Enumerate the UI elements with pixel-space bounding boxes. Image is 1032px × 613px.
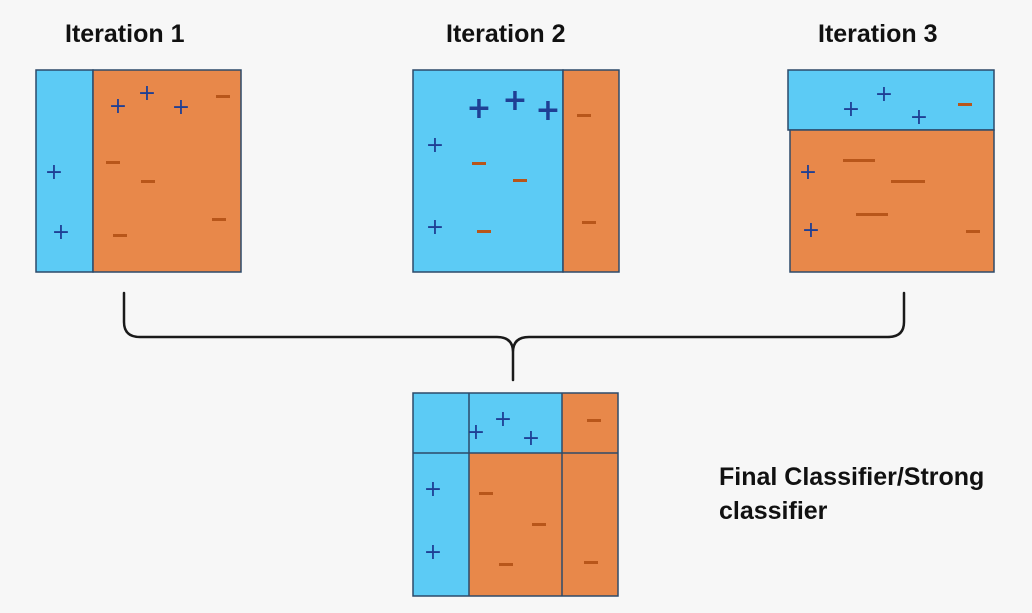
plus-marker: + xyxy=(426,215,444,240)
minus-marker xyxy=(891,180,925,183)
minus-marker xyxy=(966,230,980,233)
minus-marker xyxy=(472,162,486,165)
iteration-2-panel: + + + + + xyxy=(412,69,620,273)
negative-region xyxy=(469,453,562,596)
plus-marker: + xyxy=(424,540,442,565)
final-outline xyxy=(412,392,619,597)
negative-region xyxy=(562,393,618,596)
iteration-1-panel: + + + + + xyxy=(35,69,242,273)
plus-marker: + xyxy=(424,477,442,502)
negative-region xyxy=(789,129,995,273)
minus-marker xyxy=(499,563,513,566)
plus-marker: + xyxy=(466,91,491,126)
plus-marker: + xyxy=(467,420,485,445)
iteration-3-panel: + + + + + xyxy=(787,69,995,273)
minus-marker xyxy=(958,103,972,106)
plus-marker: + xyxy=(802,218,820,243)
minus-marker xyxy=(843,159,875,162)
plus-marker: + xyxy=(522,426,540,451)
iteration-3-title: Iteration 3 xyxy=(818,20,938,48)
plus-marker: + xyxy=(109,94,127,119)
plus-marker: + xyxy=(502,83,527,118)
positive-region xyxy=(412,69,564,273)
minus-marker xyxy=(106,161,120,164)
plus-marker: + xyxy=(138,81,156,106)
minus-marker xyxy=(584,561,598,564)
minus-marker xyxy=(141,180,155,183)
iteration-2-title: Iteration 2 xyxy=(446,20,566,48)
positive-region xyxy=(469,393,562,453)
minus-marker xyxy=(513,179,527,182)
final-classifier-panel: + + + + + xyxy=(412,392,619,597)
minus-marker xyxy=(577,114,591,117)
minus-marker xyxy=(113,234,127,237)
plus-marker: + xyxy=(494,407,512,432)
plus-marker: + xyxy=(45,160,63,185)
negative-region xyxy=(562,69,620,273)
plus-marker: + xyxy=(535,93,560,128)
plus-marker: + xyxy=(52,220,70,245)
plus-marker: + xyxy=(799,160,817,185)
positive-region xyxy=(787,69,995,131)
positive-region xyxy=(413,393,469,596)
minus-marker xyxy=(212,218,226,221)
plus-marker: + xyxy=(172,95,190,120)
plus-marker: + xyxy=(910,105,928,130)
plus-marker: + xyxy=(875,82,893,107)
minus-marker xyxy=(216,95,230,98)
positive-region xyxy=(35,69,94,273)
iteration-1-title: Iteration 1 xyxy=(65,20,185,48)
minus-marker xyxy=(532,523,546,526)
minus-marker xyxy=(587,419,601,422)
minus-marker xyxy=(856,213,888,216)
plus-marker: + xyxy=(426,133,444,158)
plus-marker: + xyxy=(842,97,860,122)
minus-marker xyxy=(477,230,491,233)
minus-marker xyxy=(582,221,596,224)
negative-region xyxy=(92,69,242,273)
combining-brace xyxy=(122,291,906,382)
minus-marker xyxy=(479,492,493,495)
final-classifier-label: Final Classifier/Strong classifier xyxy=(719,463,985,525)
